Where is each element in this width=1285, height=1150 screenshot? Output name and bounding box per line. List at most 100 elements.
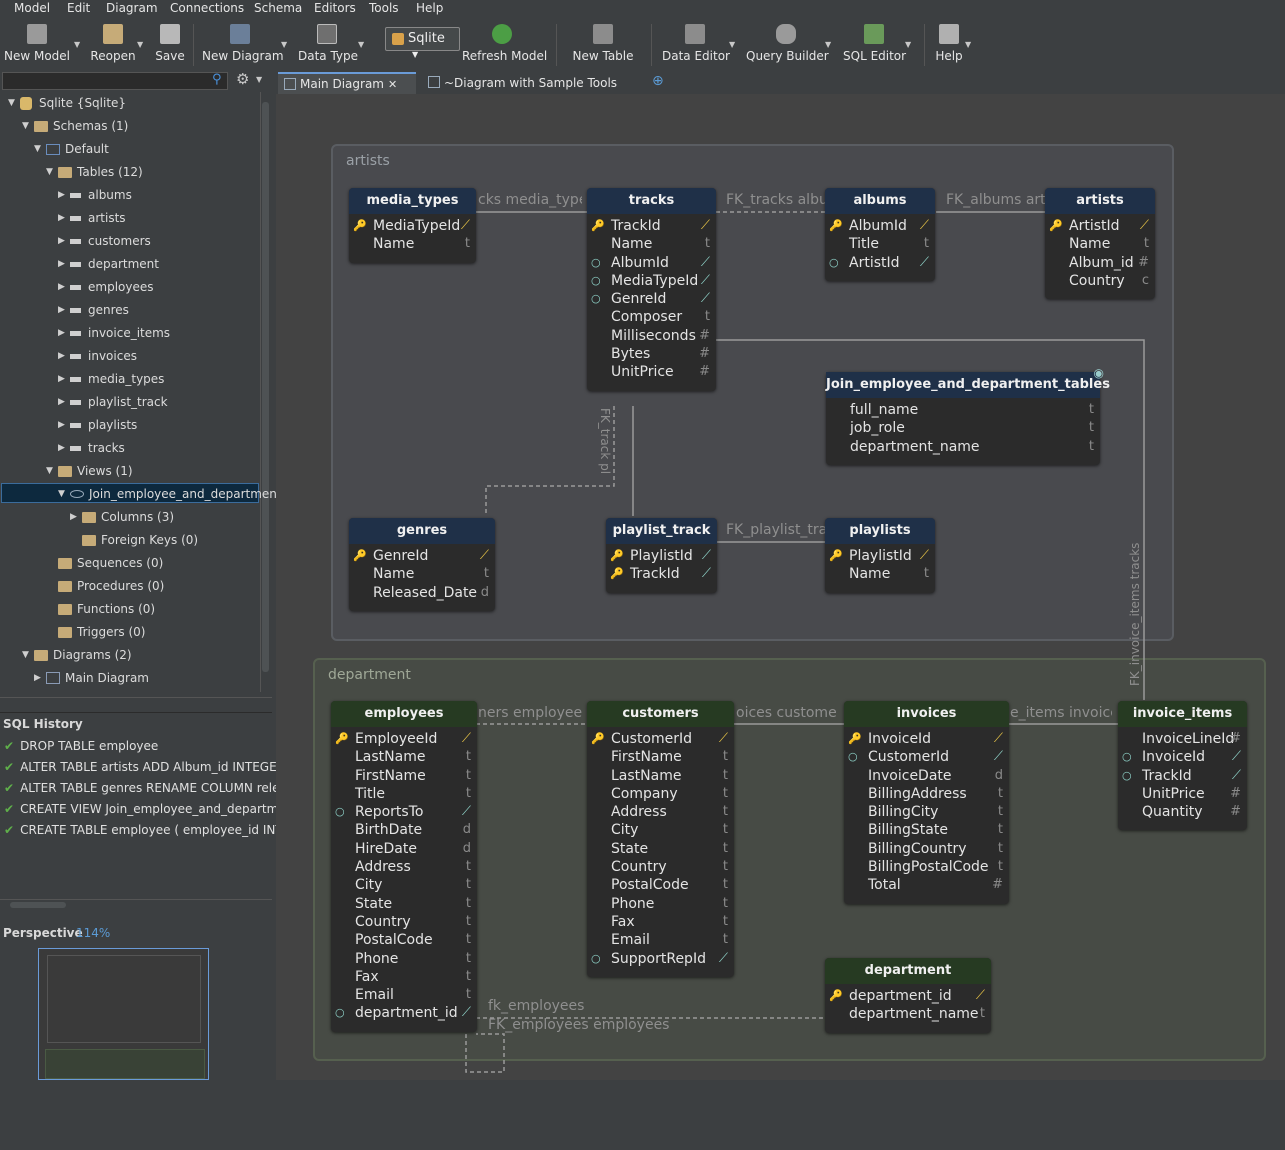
tree-functions[interactable]: Functions (0)	[58, 598, 155, 620]
column-row[interactable]: Quantity#	[1118, 804, 1247, 822]
column-row[interactable]: ○MediaTypeId⟋	[587, 273, 716, 291]
column-row[interactable]: 🔑AlbumId⟋	[825, 218, 935, 236]
column-row[interactable]: Total#	[844, 877, 1009, 895]
menu-schema[interactable]: Schema	[254, 1, 303, 15]
column-row[interactable]: Bytes#	[587, 346, 716, 364]
column-row[interactable]: 🔑MediaTypeId⟋	[349, 218, 476, 236]
column-row[interactable]: 🔑InvoiceId⟋	[844, 731, 1009, 749]
tree-root[interactable]: ▼Sqlite {Sqlite}	[8, 96, 127, 110]
tree-table-genres[interactable]: ▶genres	[58, 303, 129, 317]
tree-hscrollbar[interactable]	[0, 697, 272, 707]
new-model-button[interactable]: New Model	[4, 18, 70, 70]
column-row[interactable]: ○ArtistId⟋	[825, 255, 935, 273]
column-row[interactable]: 🔑ArtistId⟋	[1045, 218, 1155, 236]
menu-editors[interactable]: Editors	[314, 1, 356, 15]
history-hscrollbar[interactable]	[0, 899, 272, 909]
column-row[interactable]: 🔑CustomerId⟋	[587, 731, 734, 749]
tree-table-invoice-items[interactable]: ▶invoice_items	[58, 326, 171, 340]
column-row[interactable]: ○AlbumId⟋	[587, 255, 716, 273]
relation-line[interactable]	[465, 1033, 505, 1073]
history-item[interactable]: ✔ALTER TABLE genres RENAME COLUMN releas…	[4, 781, 301, 795]
tree-table-media-types[interactable]: ▶media_types	[58, 372, 165, 386]
tree-table-artists[interactable]: ▶artists	[58, 211, 126, 225]
history-item[interactable]: ✔DROP TABLE employee	[4, 739, 159, 753]
perspective-viewport[interactable]	[38, 948, 209, 1080]
refresh-model-button[interactable]: Refresh Model	[462, 18, 547, 70]
column-row[interactable]: Album_id#	[1045, 255, 1155, 273]
search-icon[interactable]: ⚲	[212, 72, 222, 87]
help-button[interactable]: Help	[932, 18, 966, 70]
column-row[interactable]: ○InvoiceId⟋	[1118, 749, 1247, 767]
database-combo[interactable]: Sqlite ▼	[385, 27, 460, 59]
history-item[interactable]: ✔CREATE TABLE employee ( employee_id INT…	[4, 823, 305, 837]
column-row[interactable]: 🔑GenreId⟋	[349, 548, 495, 566]
menu-tools[interactable]: Tools	[369, 1, 399, 15]
column-row[interactable]: 🔑PlaylistId⟋	[606, 548, 717, 566]
column-row[interactable]: UnitPrice#	[1118, 786, 1247, 804]
close-icon[interactable]: ✕	[387, 77, 398, 91]
chevron-down-icon[interactable]: ▼	[256, 75, 263, 84]
menu-connections[interactable]: Connections	[170, 1, 245, 15]
tree-procedures[interactable]: Procedures (0)	[58, 575, 164, 597]
tree-columns[interactable]: ▶Columns (3)	[70, 510, 175, 524]
tree-table-employees[interactable]: ▶employees	[58, 280, 154, 294]
tree-table-customers[interactable]: ▶customers	[58, 234, 151, 248]
tree-main-diagram[interactable]: ▶Main Diagram	[34, 671, 149, 685]
tab-main-diagram[interactable]: Main Diagram ✕	[278, 72, 416, 94]
search-input[interactable]	[2, 72, 228, 90]
add-tab-icon[interactable]: ⊕	[652, 73, 664, 89]
column-row[interactable]: 🔑TrackId⟋	[606, 566, 717, 584]
column-row[interactable]: 🔑TrackId⟋	[587, 218, 716, 236]
history-item[interactable]: ✔ALTER TABLE artists ADD Album_id INTEGE…	[4, 760, 286, 774]
reopen-button[interactable]: Reopen	[90, 18, 136, 70]
tree-table-playlist-track[interactable]: ▶playlist_track	[58, 395, 168, 409]
save-button[interactable]: Save	[153, 18, 187, 70]
tree-sequences[interactable]: Sequences (0)	[58, 552, 163, 574]
chevron-down-icon[interactable]: ▼	[905, 40, 912, 49]
tree-table-tracks[interactable]: ▶tracks	[58, 441, 125, 455]
tree-view-item[interactable]: ▼Join_employee_and_department	[58, 487, 282, 501]
column-row[interactable]: 🔑EmployeeId⟋	[331, 731, 477, 749]
tree-table-invoices[interactable]: ▶invoices	[58, 349, 137, 363]
tree-diagrams[interactable]: ▼Diagrams (2)	[22, 648, 132, 662]
tree-table-albums[interactable]: ▶albums	[58, 188, 132, 202]
chevron-down-icon[interactable]: ▼	[358, 40, 365, 49]
data-editor-button[interactable]: Data Editor	[662, 18, 730, 70]
tree-tables[interactable]: ▼Tables (12)	[46, 165, 143, 179]
query-builder-button[interactable]: Query Builder	[746, 18, 829, 70]
menu-help[interactable]: Help	[416, 1, 444, 15]
column-row[interactable]: ○GenreId⟋	[587, 291, 716, 309]
